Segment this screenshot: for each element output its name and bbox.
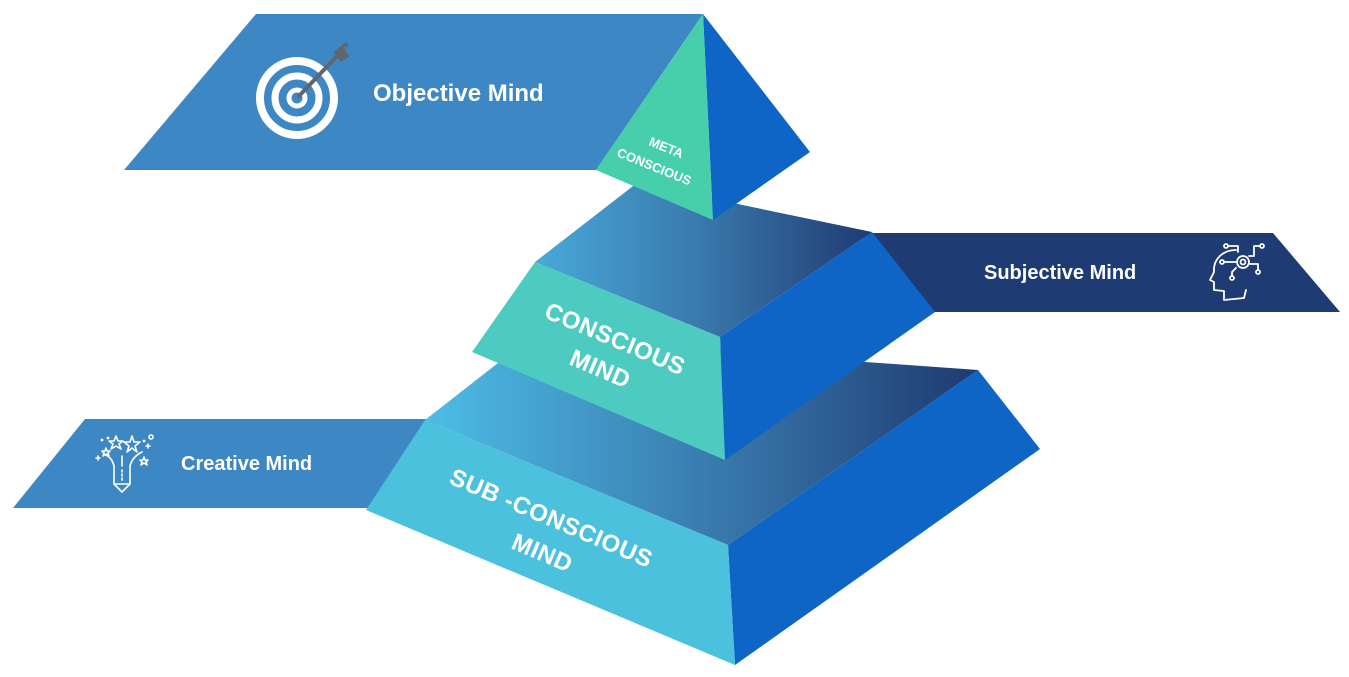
conscious-top-face [535,183,872,337]
objective-mind-banner-shape [124,14,703,170]
subjective-mind-label: Subjective Mind [984,262,1136,284]
objective-mind-banner: Objective Mind [124,14,703,170]
meta-conscious-right-face [703,14,810,220]
meta-conscious-tier: META CONSCIOUS [596,14,810,220]
target-arrow-icon [256,42,350,139]
subjective-mind-banner-shape [860,233,1340,312]
pencil-stars-icon [95,434,154,493]
objective-mind-label: Objective Mind [373,80,544,107]
sub-conscious-front-face [366,420,735,665]
sub-conscious-right-face [728,370,1040,665]
conscious-right-face [720,232,935,460]
conscious-tier: CONSCIOUS MIND [472,183,935,460]
meta-conscious-front-face [596,14,713,220]
head-gear-icon [1209,243,1265,301]
creative-mind-banner: Creative Mind [13,419,440,508]
subjective-mind-banner: Subjective Mind [860,233,1340,312]
creative-mind-label: Creative Mind [181,453,312,475]
conscious-front-face [472,262,725,460]
